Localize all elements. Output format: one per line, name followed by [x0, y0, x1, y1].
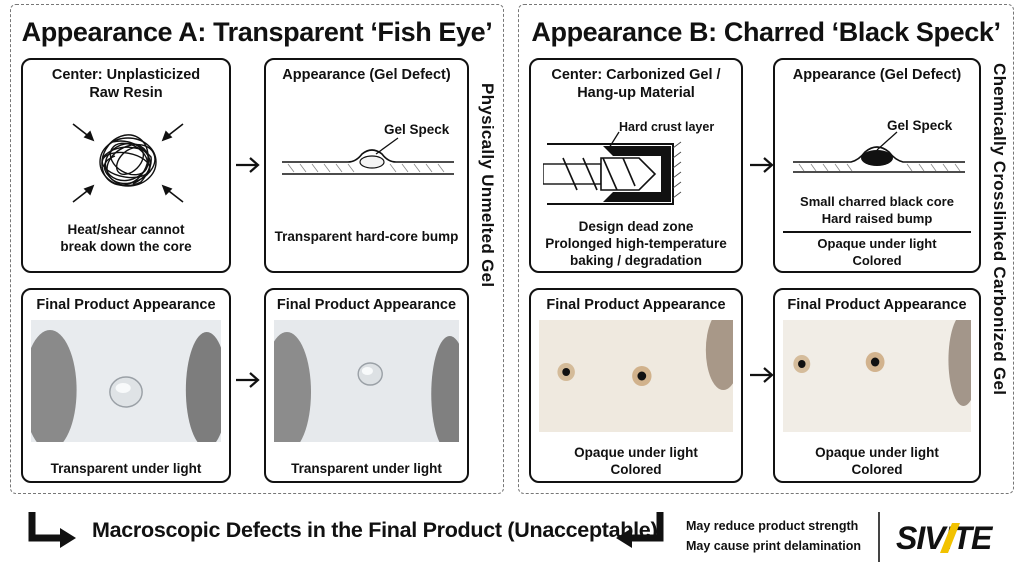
defect-caption-secondary: Opaque under light Colored [817, 236, 937, 268]
gel-defect-box-b: Appearance (Gel Defect) Gel Speck Small … [773, 58, 981, 273]
note-delamination: May cause print delamination [686, 539, 862, 553]
defect-caption: Small charred black core Hard raised bum… [800, 194, 954, 226]
brand-logo: SIVITE [896, 520, 995, 556]
brand-accent-slash [940, 523, 960, 553]
footer-main-text: Macroscopic Defects in the Final Product… [92, 518, 658, 542]
photo-caption: Opaque under light Colored [815, 445, 939, 477]
crust-layer-label: Hard crust layer [619, 120, 715, 134]
section-a-title: Appearance A: Transparent ‘Fish Eye’ [21, 17, 493, 47]
final-product-photo-box-a-left: Final Product Appearance Transparent und… [21, 288, 231, 483]
elbow-arrow-left-icon [616, 512, 664, 548]
final-product-photo-box-a-right: Final Product Appearance Transparent und… [264, 288, 469, 483]
transparent-fisheye-photo [31, 320, 221, 442]
section-b-panel: Appearance B: Charred ‘Black Speck’ Cent… [518, 4, 1014, 494]
gel-speck-label: Gel Speck [887, 118, 953, 133]
center-caption: Design dead zone Prolonged high-temperat… [545, 219, 727, 268]
charred-speck-photo [539, 320, 733, 432]
center-carbonized-gel-box: Center: Carbonized Gel / Hang-up Materia… [529, 58, 743, 273]
note-strength: May reduce product strength [686, 519, 859, 533]
photo-caption: Opaque under light Colored [574, 445, 698, 477]
extruder-screw-icon [543, 131, 682, 205]
transparent-fisheye-photo [274, 320, 459, 442]
center-heading: Center: Carbonized Gel / Hang-up Materia… [551, 67, 721, 101]
photo-caption: Transparent under light [50, 461, 202, 476]
defect-heading: Appearance (Gel Defect) [282, 67, 451, 83]
elbow-arrow-right-icon [28, 512, 76, 548]
transparent-bump-icon [282, 137, 454, 175]
defect-caption: Transparent hard-core bump [274, 229, 459, 244]
photo-heading: Final Product Appearance [36, 297, 216, 313]
footer-divider [878, 512, 880, 562]
footer-notes: May reduce product strength May cause pr… [686, 516, 861, 556]
final-product-photo-box-b-right: Final Product Appearance Opaque under li… [773, 288, 981, 483]
photo-heading: Final Product Appearance [546, 297, 726, 313]
arrow-right-icon [236, 157, 260, 173]
photo-heading: Final Product Appearance [787, 297, 967, 313]
arrow-right-icon [750, 367, 774, 383]
defect-heading: Appearance (Gel Defect) [792, 67, 962, 83]
center-caption: Heat/shear cannot break down the core [60, 222, 192, 254]
charred-speck-photo [783, 320, 971, 432]
arrow-right-icon [236, 372, 260, 388]
charred-bump-icon [793, 131, 965, 173]
center-raw-resin-box: Center: Unplasticized Raw Resin [21, 58, 231, 273]
tangled-resin-icon [72, 123, 184, 203]
section-a-panel: Appearance A: Transparent ‘Fish Eye’ Cen… [10, 4, 504, 494]
photo-heading: Final Product Appearance [276, 297, 457, 313]
gel-speck-label: Gel Speck [384, 122, 450, 137]
section-a-vertical-label: Physically Unmelted Gel [478, 83, 497, 288]
center-heading: Center: Unplasticized Raw Resin [51, 67, 201, 101]
final-product-photo-box-b-left: Final Product Appearance Opaque under li… [529, 288, 743, 483]
section-b-title: Appearance B: Charred ‘Black Speck’ [531, 17, 1001, 47]
arrow-right-icon [750, 157, 774, 173]
photo-caption: Transparent under light [291, 461, 442, 476]
caption-divider [783, 231, 971, 233]
section-b-vertical-label: Chemically Crosslinked Carbonized Gel [990, 63, 1009, 396]
gel-defect-box-a: Appearance (Gel Defect) Gel Speck Transp… [264, 58, 469, 273]
